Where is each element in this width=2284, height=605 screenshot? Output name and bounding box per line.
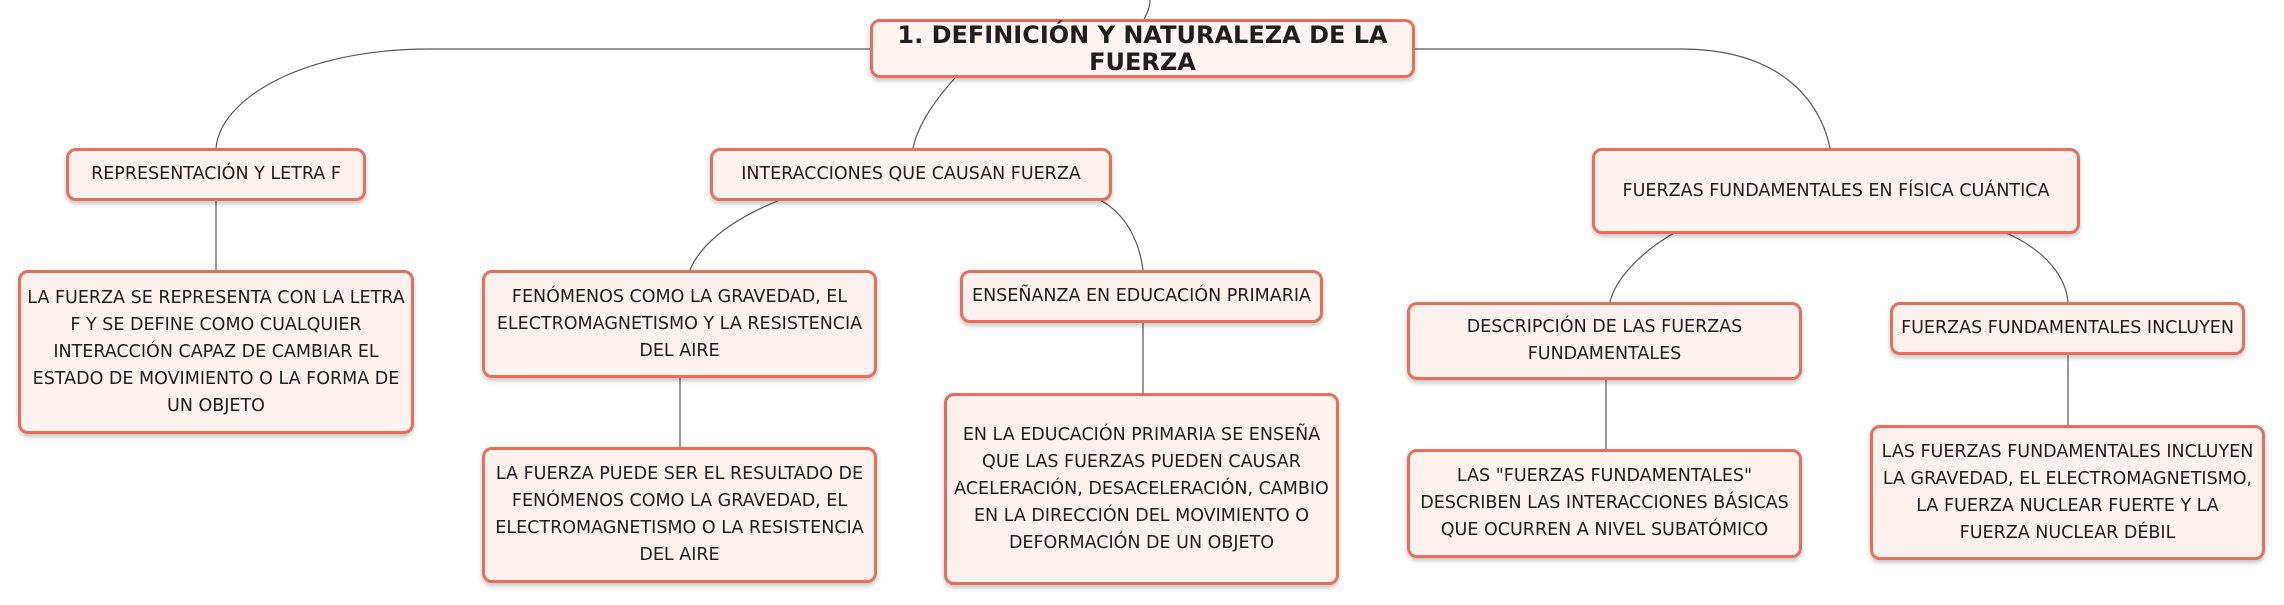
topic-fuerzas-fundamentales[interactable]: FUERZAS FUNDAMENTALES EN FÍSICA CUÁNTICA [1592,148,2080,234]
connector-topic2-sub2 [1099,199,1144,271]
detail-incluyen[interactable]: LAS FUERZAS FUNDAMENTALES INCLUYEN LA GR… [1870,425,2265,560]
topic-interacciones[interactable]: INTERACCIONES QUE CAUSAN FUERZA [710,148,1112,201]
connector-root-parent [1143,0,1151,21]
detail-ensenanza-text: EN LA EDUCACIÓN PRIMARIA SE ENSEÑA QUE L… [954,424,1329,553]
subtopic-fenomenos-label: FENÓMENOS COMO LA GRAVEDAD, EL ELECTROMA… [496,286,863,361]
connector-topic2-sub1 [689,199,781,271]
detail-representacion-text: LA FUERZA SE REPRESENTA CON LA LETRA F Y… [27,287,405,416]
topic-representacion-label: REPRESENTACIÓN Y LETRA F [91,164,341,184]
subtopic-incluyen[interactable]: FUERZAS FUNDAMENTALES INCLUYEN [1890,302,2245,355]
subtopic-ensenanza[interactable]: ENSEÑANZA EN EDUCACIÓN PRIMARIA [960,270,1323,323]
root-topic-label: 1. DEFINICIÓN Y NATURALEZA DE LA FUERZA [897,20,1388,76]
detail-representacion[interactable]: LA FUERZA SE REPRESENTA CON LA LETRA F Y… [18,270,414,434]
topic-representacion[interactable]: REPRESENTACIÓN Y LETRA F [66,148,366,201]
subtopic-ensenanza-label: ENSEÑANZA EN EDUCACIÓN PRIMARIA [972,286,1311,306]
root-topic[interactable]: 1. DEFINICIÓN Y NATURALEZA DE LA FUERZA [870,19,1415,78]
connector-topic3-sub1 [1609,231,1677,303]
detail-incluyen-text: LAS FUERZAS FUNDAMENTALES INCLUYEN LA GR… [1881,441,2254,543]
detail-ensenanza[interactable]: EN LA EDUCACIÓN PRIMARIA SE ENSEÑA QUE L… [944,393,1339,585]
subtopic-descripcion[interactable]: DESCRIPCIÓN DE LAS FUERZAS FUNDAMENTALES [1407,302,1802,380]
detail-fenomenos[interactable]: LA FUERZA PUEDE SER EL RESULTADO DE FENÓ… [482,447,877,583]
subtopic-descripcion-label: DESCRIPCIÓN DE LAS FUERZAS FUNDAMENTALES [1466,317,1743,364]
connector-root-topic-1 [215,48,872,149]
detail-descripcion[interactable]: LAS "FUERZAS FUNDAMENTALES" DESCRIBEN LA… [1407,449,1802,558]
connector-topic3-sub2 [2003,231,2069,303]
topic-fuerzas-fundamentales-label: FUERZAS FUNDAMENTALES EN FÍSICA CUÁNTICA [1622,180,2050,201]
topic-interacciones-label: INTERACCIONES QUE CAUSAN FUERZA [741,164,1081,184]
detail-descripcion-text: LAS "FUERZAS FUNDAMENTALES" DESCRIBEN LA… [1420,466,1789,540]
connector-root-topic-2 [912,77,956,149]
connector-root-topic-3 [1414,48,1831,149]
subtopic-incluyen-label: FUERZAS FUNDAMENTALES INCLUYEN [1901,318,2234,338]
detail-fenomenos-text: LA FUERZA PUEDE SER EL RESULTADO DE FENÓ… [495,464,864,565]
subtopic-fenomenos[interactable]: FENÓMENOS COMO LA GRAVEDAD, EL ELECTROMA… [482,270,877,378]
